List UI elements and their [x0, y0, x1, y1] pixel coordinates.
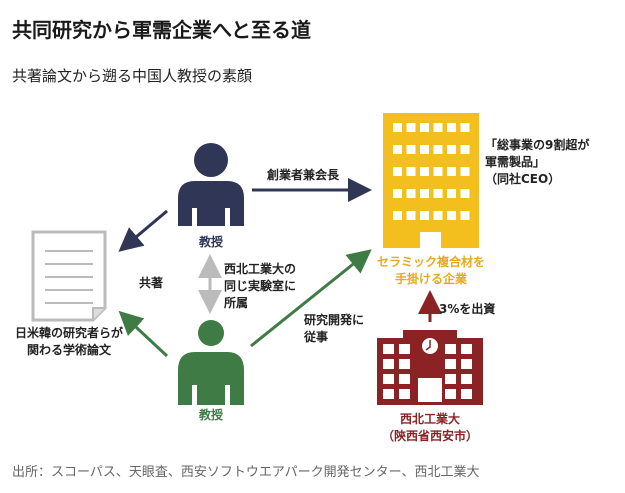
window [447, 145, 456, 154]
document-icon [31, 230, 107, 322]
window [460, 211, 470, 220]
window [447, 189, 456, 198]
coauthor-label: 共著 [139, 276, 164, 290]
window [461, 359, 472, 369]
same-lab-line1: 西北工業大の [224, 262, 297, 276]
quote-line2: 軍需製品」 [485, 155, 546, 169]
window [445, 389, 456, 399]
window [445, 344, 456, 354]
window [406, 189, 416, 198]
page-title: 共同研究から軍需企業へと至る道 [12, 18, 311, 42]
paper-caption-line2: 関わる学術論文 [26, 343, 112, 357]
quote-line1: 「総事業の9割超が [485, 138, 590, 152]
window [406, 211, 416, 220]
window [445, 374, 456, 384]
rnd-label: 研究開発に 従事 [304, 312, 364, 346]
window [433, 145, 443, 154]
window [460, 189, 470, 198]
window [461, 344, 472, 354]
paper-caption: 日米韓の研究者らが 関わる学術論文 [15, 325, 123, 359]
window [420, 145, 429, 154]
arrow-rnd [250, 249, 372, 348]
window [433, 211, 443, 220]
window [406, 167, 416, 176]
window [461, 389, 472, 399]
window [393, 145, 402, 154]
window [420, 211, 429, 220]
quote-line3: （同社CEO） [485, 172, 561, 186]
page-subtitle: 共著論文から遡る中国人教授の素顔 [12, 67, 253, 85]
university-line2: （陝西省西安市） [381, 429, 479, 443]
window [460, 167, 470, 176]
university-label: 西北工業大 （陝西省西安市） [382, 411, 478, 445]
same-lab-line2: 同じ実験室に [224, 279, 297, 293]
window [420, 189, 429, 198]
arrow-top-coauthor [118, 209, 168, 252]
window [393, 123, 402, 132]
window [406, 145, 416, 154]
window [420, 167, 429, 176]
window [460, 123, 470, 132]
company-line1: セラミック複合材を [376, 255, 486, 269]
same-lab-label: 西北工業大の 同じ実験室に 所属 [224, 261, 296, 312]
window [433, 189, 443, 198]
window [433, 123, 443, 132]
window [433, 167, 443, 176]
window [393, 167, 402, 176]
source-footer: 出所：スコーパス、天眼査、西安ソフトウエアパーク開発センター、西北工業大 [12, 465, 480, 480]
window [406, 123, 416, 132]
window [461, 374, 472, 384]
window [399, 374, 410, 384]
company-label: セラミック複合材を 手掛ける企業 [377, 254, 485, 288]
window [445, 359, 456, 369]
window [447, 211, 456, 220]
window [420, 123, 429, 132]
window [383, 389, 394, 399]
university-building-icon [377, 330, 483, 405]
paper-caption-line1: 日米韓の研究者らが [14, 326, 124, 340]
university-line1: 西北工業大 [399, 412, 461, 426]
arrow-bottom-coauthor [118, 310, 169, 358]
ceo-quote: 「総事業の9割超が 軍需製品」 （同社CEO） [485, 137, 589, 188]
window [393, 211, 402, 220]
window [447, 167, 456, 176]
rnd-line1: 研究開発に [304, 313, 365, 327]
rnd-line2: 従事 [304, 330, 329, 344]
window [399, 389, 410, 399]
person-icon-bottom [178, 320, 244, 405]
window [383, 359, 394, 369]
window [460, 145, 470, 154]
window [399, 344, 410, 354]
person-icon-top [178, 143, 244, 226]
window [383, 344, 394, 354]
professor-top-label: 教授 [198, 235, 224, 249]
window [399, 359, 410, 369]
window [383, 374, 394, 384]
same-lab-line3: 所属 [224, 296, 249, 310]
founder-label: 創業者兼会長 [267, 168, 340, 182]
window [447, 123, 456, 132]
window [393, 189, 402, 198]
company-building-icon [383, 113, 479, 248]
professor-bottom-label: 教授 [198, 408, 224, 422]
investment-label: 3%を出資 [439, 302, 496, 316]
company-line2: 手掛ける企業 [394, 272, 468, 286]
